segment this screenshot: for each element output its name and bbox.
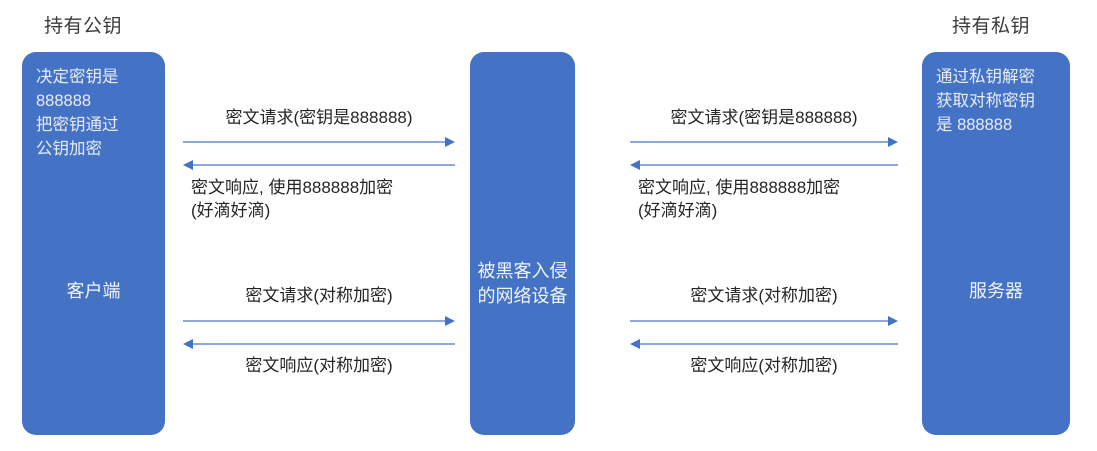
arrow-right-upper-response-line <box>640 164 898 166</box>
arrow-left-upper-response-head <box>183 160 193 170</box>
device-title: 被黑客入侵 的网络设备 <box>477 261 568 307</box>
arrow-left-upper-request-line <box>183 141 445 143</box>
arrow-right-upper-request-line <box>630 141 888 143</box>
arrow-right-lower-request-head <box>888 316 898 326</box>
node-client: 决定密钥是 888888 把密钥通过 公钥加密 客户端 <box>22 52 165 435</box>
label-right-lower-response: 密文响应(对称加密) <box>690 356 838 375</box>
label-left-lower-request: 密文请求(对称加密) <box>245 286 393 305</box>
arrow-right-lower-request-line <box>630 320 888 322</box>
label-left-upper-request: 密文请求(密钥是888888) <box>225 108 413 127</box>
client-note-text: 决定密钥是 888888 把密钥通过 公钥加密 <box>36 68 119 158</box>
arrow-left-upper-response-line <box>193 164 455 166</box>
column-header-private-key: 持有私钥 <box>952 16 1031 37</box>
arrow-right-lower-response-line <box>640 343 898 345</box>
label-right-lower-request: 密文请求(对称加密) <box>690 286 838 305</box>
arrow-right-lower-response-head <box>630 339 640 349</box>
client-title: 客户端 <box>66 281 121 301</box>
node-server: 通过私钥解密 获取对称密钥 是 888888 服务器 <box>922 52 1070 435</box>
arrow-right-upper-response-head <box>630 160 640 170</box>
arrow-right-upper-request-head <box>888 137 898 147</box>
arrow-left-lower-response-line <box>193 343 455 345</box>
label-right-upper-response: 密文响应, 使用888888加密 (好滴好滴) <box>638 178 841 220</box>
label-left-lower-response: 密文响应(对称加密) <box>245 356 393 375</box>
server-title: 服务器 <box>969 281 1023 301</box>
arrow-left-lower-request-head <box>445 316 455 326</box>
arrow-left-lower-response-head <box>183 339 193 349</box>
arrow-left-upper-request-head <box>445 137 455 147</box>
column-header-public-key: 持有公钥 <box>44 16 123 37</box>
label-left-upper-response: 密文响应, 使用888888加密 (好滴好滴) <box>191 178 394 220</box>
server-note-text: 通过私钥解密 获取对称密钥 是 888888 <box>936 68 1035 134</box>
arrow-left-lower-request-line <box>183 320 445 322</box>
node-compromised-device: 被黑客入侵 的网络设备 <box>470 52 575 435</box>
label-right-upper-request: 密文请求(密钥是888888) <box>670 108 858 127</box>
